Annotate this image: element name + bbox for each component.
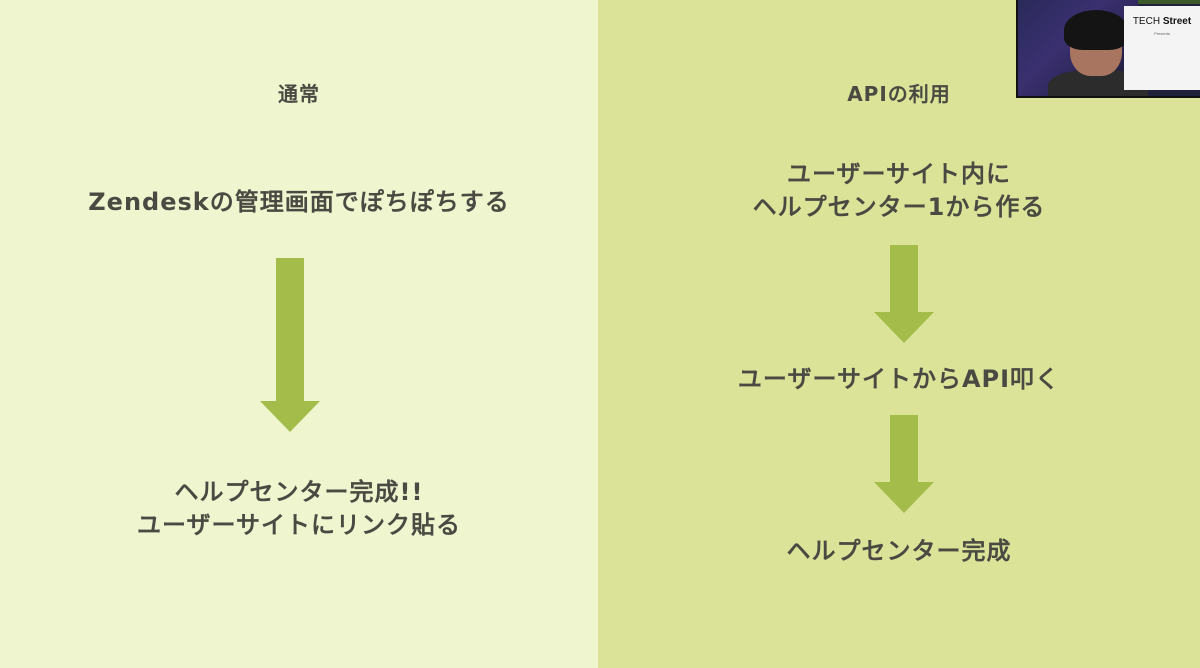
right-step-build: ユーザーサイト内に ヘルプセンター1から作る	[598, 158, 1200, 224]
right-step-api: ユーザーサイトからAPI叩く	[598, 363, 1200, 396]
arrow-down-icon	[260, 258, 320, 432]
left-result-line2: ユーザーサイトにリンク貼る	[0, 509, 598, 542]
banner-title-a: TECH	[1133, 16, 1163, 27]
left-panel: 通常 Zendeskの管理画面でぽちぽちする ヘルプセンター完成!! ユーザーサ…	[0, 0, 598, 668]
right-result: ヘルプセンター完成	[598, 535, 1200, 568]
tech-street-banner: TECH Street Presents	[1124, 6, 1200, 90]
left-result: ヘルプセンター完成!! ユーザーサイトにリンク貼る	[0, 476, 598, 542]
left-result-line1: ヘルプセンター完成!!	[0, 476, 598, 509]
right-panel: APIの利用 ユーザーサイト内に ヘルプセンター1から作る ユーザーサイトからA…	[598, 0, 1200, 668]
arrow-down-icon	[874, 245, 934, 343]
left-heading: 通常	[0, 78, 598, 107]
banner-title: TECH Street	[1124, 16, 1200, 27]
banner-subtitle: Presents	[1124, 31, 1200, 36]
arrow-down-icon	[874, 415, 934, 513]
left-step-manual: Zendeskの管理画面でぽちぽちする	[0, 186, 598, 219]
right-step-build-line1: ユーザーサイト内に	[598, 158, 1200, 191]
presenter-hair	[1064, 10, 1128, 50]
banner-title-b: Street	[1163, 16, 1191, 27]
right-step-build-line2: ヘルプセンター1から作る	[598, 191, 1200, 224]
webcam-overlay: TECH Street Presents	[1016, 0, 1200, 98]
